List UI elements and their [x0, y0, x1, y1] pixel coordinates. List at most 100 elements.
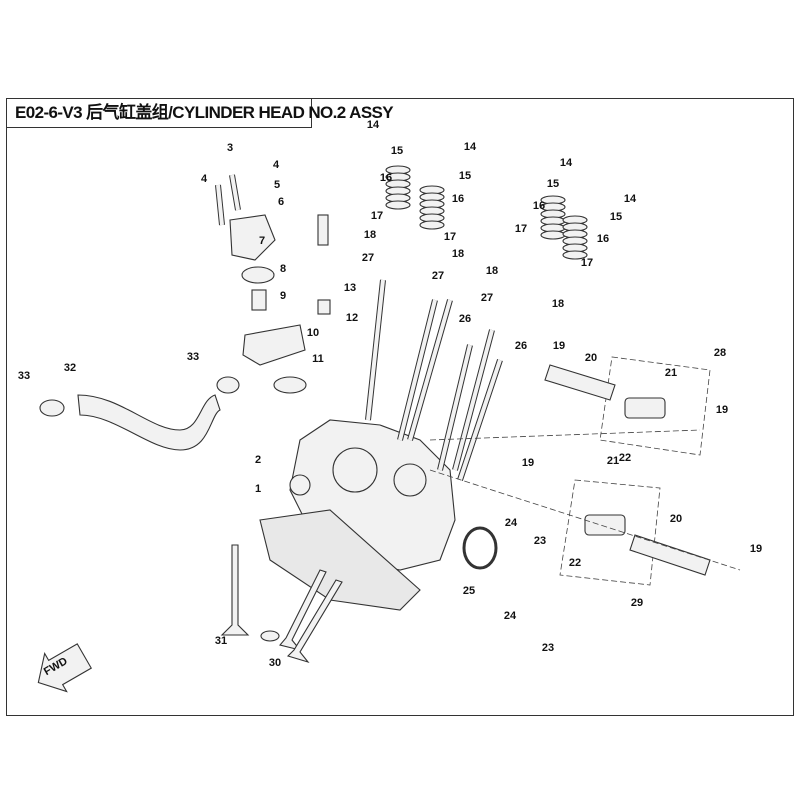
- rocker-arm: [624, 397, 666, 419]
- hose-clamp: [39, 399, 65, 417]
- callout-14: 14: [464, 141, 477, 153]
- diagram-frame: [6, 98, 794, 716]
- port: [289, 474, 311, 496]
- callout-19: 19: [750, 543, 762, 555]
- rocker-shaft: [629, 534, 711, 576]
- callout-26: 26: [515, 340, 527, 352]
- callout-9: 9: [280, 290, 286, 302]
- head-gasket: [259, 509, 421, 611]
- rocker-assy-29-outline: [559, 479, 661, 586]
- callout-20: 20: [670, 513, 682, 525]
- callout-11: 11: [312, 353, 324, 365]
- callout-19: 19: [716, 404, 728, 416]
- head-bolts: [215, 174, 503, 481]
- spring-coil: [419, 220, 445, 230]
- callout-32: 32: [64, 362, 76, 374]
- callout-3: 3: [227, 142, 233, 154]
- callout-14: 14: [624, 193, 637, 205]
- spark-plug: [317, 214, 329, 246]
- bolt-shank: [438, 344, 472, 471]
- callout-15: 15: [391, 145, 403, 157]
- callout-31: 31: [215, 635, 227, 647]
- callout-16: 16: [533, 200, 545, 212]
- callout-17: 17: [371, 210, 383, 222]
- callout-14: 14: [367, 119, 380, 131]
- callout-29: 29: [631, 597, 643, 609]
- valves: [220, 544, 343, 664]
- thermostat-cover: [229, 214, 276, 261]
- callout-17: 17: [444, 231, 456, 243]
- o-ring: [241, 266, 275, 284]
- fwd-arrow-icon: FWD: [37, 643, 93, 693]
- callout-24: 24: [505, 517, 518, 529]
- callout-12: 12: [346, 312, 358, 324]
- callout-27: 27: [362, 252, 374, 264]
- callout-14: 14: [560, 157, 573, 169]
- callout-18: 18: [552, 298, 564, 310]
- bolt-shank: [458, 359, 502, 481]
- callout-4: 4: [201, 173, 208, 185]
- callout-23: 23: [534, 535, 546, 547]
- callout-19: 19: [522, 457, 534, 469]
- bolt-shank: [216, 184, 224, 226]
- callout-7: 7: [259, 235, 265, 247]
- callout-4: 4: [273, 159, 280, 171]
- bolt-shank: [230, 174, 240, 211]
- callout-33: 33: [18, 370, 30, 382]
- callout-17: 17: [581, 257, 593, 269]
- callout-30: 30: [269, 657, 281, 669]
- spring-coil: [385, 200, 411, 210]
- port: [332, 447, 378, 493]
- rocker-shaft: [544, 364, 616, 401]
- thermostat-housing: [242, 324, 306, 366]
- plug: [317, 299, 331, 315]
- bolt-shank: [408, 299, 452, 441]
- diagram-title: E02-6-V3 后气缸盖组/CYLINDER HEAD NO.2 ASSY: [6, 98, 394, 128]
- callout-15: 15: [459, 170, 471, 182]
- hose-clamp: [216, 376, 240, 394]
- bolt-shank: [453, 329, 494, 471]
- callout-22: 22: [619, 452, 631, 464]
- callout-20: 20: [585, 352, 597, 364]
- callout-18: 18: [452, 248, 464, 260]
- valve-springs: [385, 165, 588, 260]
- bolt-shank: [366, 279, 385, 421]
- callout-33: 33: [187, 351, 199, 363]
- callout-18: 18: [364, 229, 376, 241]
- callout-16: 16: [380, 172, 392, 184]
- port: [393, 463, 427, 497]
- callout-24: 24: [504, 610, 517, 622]
- thermostat: [251, 289, 267, 311]
- callout-26: 26: [459, 313, 471, 325]
- callout-1: 1: [255, 483, 261, 495]
- callout-10: 10: [307, 327, 319, 339]
- callout-15: 15: [610, 211, 622, 223]
- callout-28: 28: [714, 347, 726, 359]
- callout-6: 6: [278, 196, 284, 208]
- callout-15: 15: [547, 178, 559, 190]
- callout-16: 16: [452, 193, 464, 205]
- callout-27: 27: [432, 270, 444, 282]
- callout-21: 21: [665, 367, 677, 379]
- callout-19: 19: [553, 340, 565, 352]
- callout-23: 23: [542, 642, 554, 654]
- callout-18: 18: [486, 265, 498, 277]
- rocker-arm: [584, 514, 626, 536]
- rocker-assy-28-outline: [599, 356, 711, 456]
- callout-27: 27: [481, 292, 493, 304]
- spring-coil: [562, 250, 588, 260]
- callout-21: 21: [607, 455, 619, 467]
- callout-22: 22: [569, 557, 581, 569]
- callout-13: 13: [344, 282, 356, 294]
- spring-coil: [540, 230, 566, 240]
- callout-8: 8: [280, 263, 286, 275]
- callout-17: 17: [515, 223, 527, 235]
- water-hose: [77, 394, 221, 451]
- callout-2: 2: [255, 454, 261, 466]
- callout-25: 25: [463, 585, 475, 597]
- bolt-shank: [398, 299, 437, 441]
- callout-5: 5: [274, 179, 280, 191]
- callout-16: 16: [597, 233, 609, 245]
- seal-ring: [462, 526, 498, 570]
